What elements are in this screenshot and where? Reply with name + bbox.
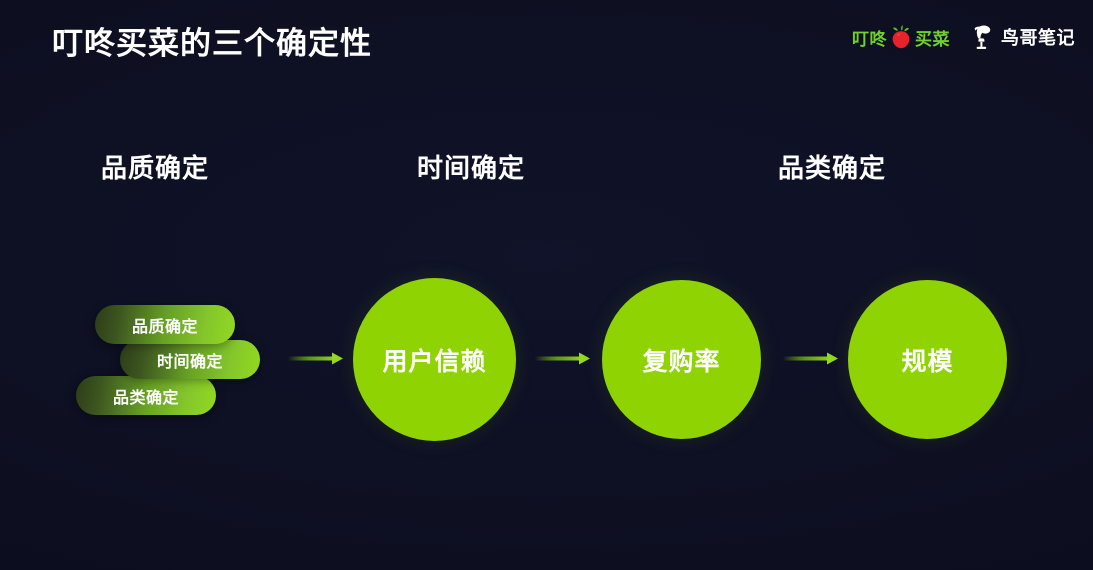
brand-logo-dingdong: 叮咚 买菜 — [852, 25, 950, 50]
flow-node-user-trust: 用户信赖 — [353, 278, 516, 441]
page-title: 叮咚买菜的三个确定性 — [52, 26, 372, 61]
arrow-right-icon-1 — [288, 345, 350, 373]
radish-icon — [890, 25, 912, 49]
logo-group: 叮咚 买菜 — [852, 24, 1075, 50]
column-heading-quality: 品质确定 — [101, 153, 210, 183]
slide-header: 叮咚买菜的三个确定性 叮咚 买菜 — [0, 0, 1093, 78]
arrow-right-icon-2 — [535, 345, 597, 373]
pill-quality: 品质确定 — [95, 305, 235, 344]
column-headings: 品质确定 时间确定 品类确定 — [0, 148, 1093, 192]
bird-icon — [972, 24, 996, 50]
brand-logo-suffix: 买菜 — [915, 29, 950, 49]
arrow-right-icon-3 — [783, 345, 845, 373]
flow-node-repurchase-rate: 复购率 — [602, 280, 761, 439]
publisher-logo-niaogebiji: 鸟哥笔记 — [972, 24, 1075, 50]
pill-time: 时间确定 — [120, 340, 260, 379]
column-heading-time: 时间确定 — [417, 153, 526, 183]
pill-stack: 品质确定 时间确定 品类确定 — [0, 0, 300, 570]
brand-logo-prefix: 叮咚 — [852, 29, 887, 49]
flow-node-scale: 规模 — [848, 280, 1007, 439]
publisher-logo-label: 鸟哥笔记 — [1001, 28, 1075, 48]
pill-category: 品类确定 — [76, 376, 216, 415]
column-heading-category: 品类确定 — [778, 153, 887, 183]
